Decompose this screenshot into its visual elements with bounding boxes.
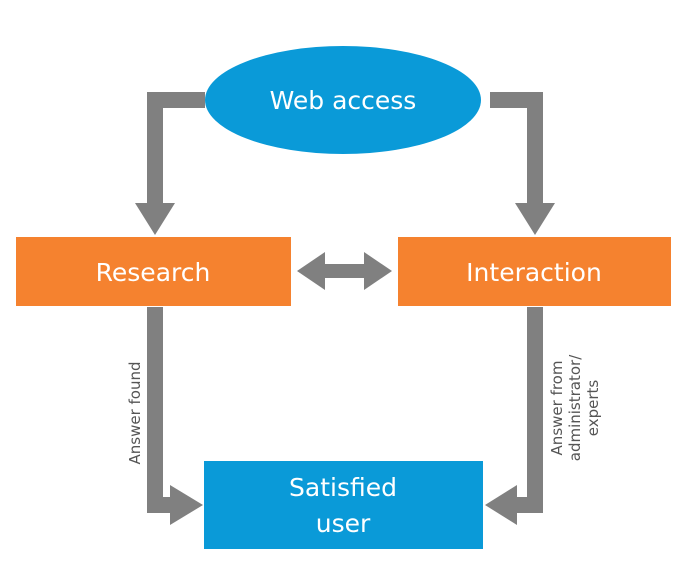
arrow-research-interaction-bidirectional [297,252,392,290]
answer-from-admin-line2: administrator/ [566,354,584,461]
answer-from-admin-label: Answer from administrator/ experts [548,354,602,461]
satisfied-user-label-line2: user [316,509,371,538]
arrow-web-to-research [135,92,205,235]
arrow-research-to-user [147,307,203,525]
interaction-label: Interaction [466,258,602,287]
node-web-access: Web access [205,46,481,154]
answer-from-admin-line3: experts [584,380,602,437]
arrow-web-to-interaction [490,92,555,235]
answer-found-label: Answer found [126,361,144,464]
answer-from-admin-line1: Answer from [548,361,566,456]
node-research: Research [16,237,291,306]
node-satisfied-user: Satisfied user [204,461,483,549]
web-access-label: Web access [270,86,417,115]
satisfied-user-label-line1: Satisfied [289,473,397,502]
research-label: Research [96,258,211,287]
arrow-interaction-to-user [485,307,543,525]
node-interaction: Interaction [398,237,671,306]
